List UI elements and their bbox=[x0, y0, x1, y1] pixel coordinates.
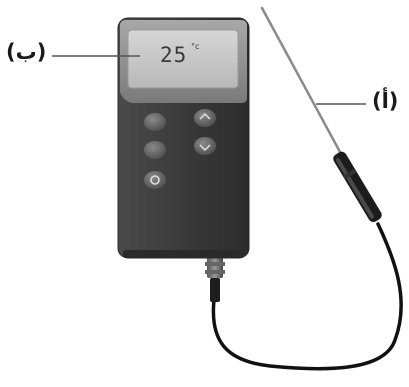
power-button bbox=[144, 171, 166, 189]
lcd-reading: 25 bbox=[160, 43, 188, 67]
button-mid-left bbox=[144, 141, 166, 159]
callout-display-label: (ب) bbox=[6, 40, 47, 64]
power-icon bbox=[150, 175, 160, 185]
probe-handle bbox=[333, 151, 382, 223]
device-body bbox=[117, 17, 250, 259]
probe-rod bbox=[260, 6, 342, 154]
lcd-screen bbox=[127, 29, 239, 89]
device-buttons bbox=[144, 109, 216, 189]
button-top-right bbox=[194, 109, 216, 127]
button-mid-right bbox=[194, 137, 216, 155]
lcd-unit: °c bbox=[191, 42, 200, 51]
probe-cable bbox=[211, 222, 403, 371]
callout-probe-label: (أ) bbox=[372, 89, 399, 113]
button-top-left bbox=[144, 113, 166, 131]
cable-connector bbox=[205, 256, 225, 302]
